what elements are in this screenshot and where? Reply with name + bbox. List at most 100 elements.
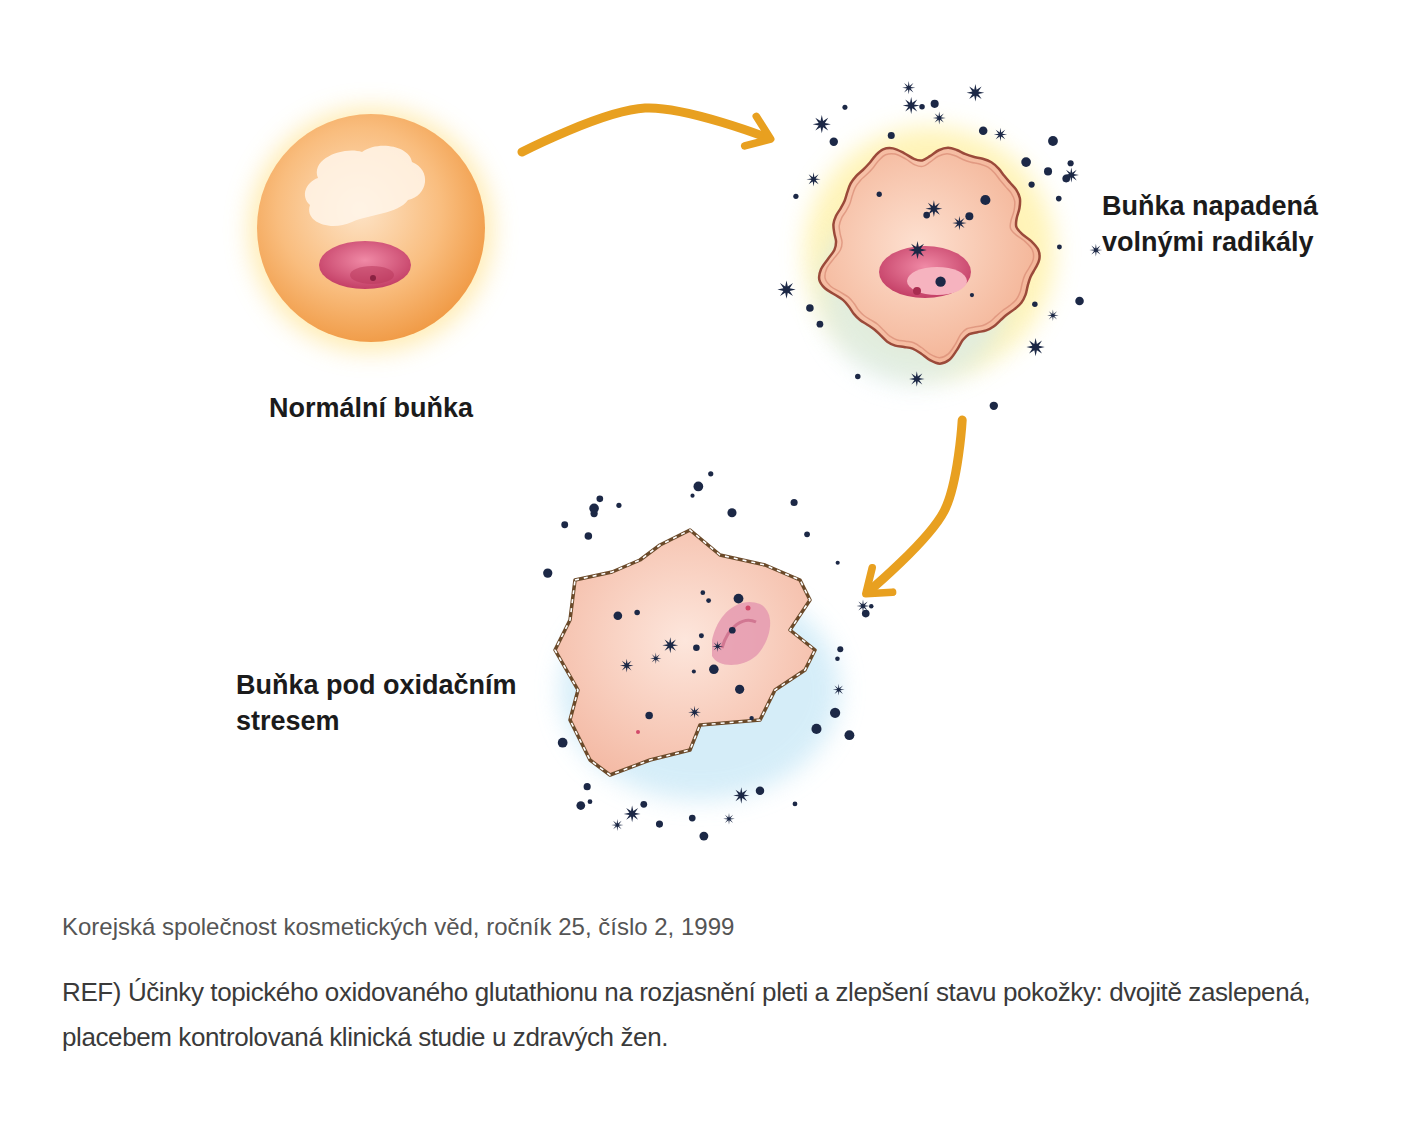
radical-dot	[690, 494, 694, 498]
radical-dot	[931, 100, 939, 108]
radical-dot	[613, 611, 622, 620]
radical-dot	[791, 499, 798, 506]
radical-dot	[793, 194, 798, 199]
radical-dot	[709, 665, 719, 675]
radical-dot	[706, 598, 711, 603]
cell-node: Buňka napadená volnými radikály	[815, 140, 1045, 365]
radical-dot	[729, 627, 736, 634]
radical-dot	[835, 657, 840, 662]
radical-dot	[855, 374, 860, 379]
radical-star	[1090, 244, 1103, 257]
cell-label: Buňka pod oxidačním stresem	[236, 667, 528, 739]
radical-dot	[923, 212, 930, 219]
radical-dot	[979, 126, 988, 135]
radical-dot	[700, 590, 705, 595]
radical-dot	[1032, 302, 1037, 307]
radical-star	[833, 684, 845, 696]
radical-dot	[561, 521, 568, 528]
cell-label: Normální buňka	[269, 390, 473, 426]
radical-dot	[806, 304, 814, 312]
radical-dot	[793, 801, 798, 806]
radical-dot	[817, 321, 824, 328]
radical-dot	[1021, 157, 1031, 167]
radical-dot	[693, 644, 700, 651]
cell-node: Normální buňka	[256, 113, 486, 343]
radical-dot	[640, 801, 647, 808]
radical-dot	[589, 504, 599, 514]
radical-star	[903, 97, 920, 114]
radical-dot	[1029, 181, 1035, 187]
reference-note: REF) Účinky topického oxidovaného glutat…	[62, 970, 1382, 1060]
radical-star	[908, 241, 926, 259]
free-radical-dots	[543, 81, 1102, 840]
radical-dot	[584, 783, 591, 790]
radical-star	[909, 371, 925, 387]
radical-star	[857, 600, 870, 613]
radical-dot	[980, 195, 990, 205]
source-note: Korejská společnost kosmetických věd, ro…	[62, 910, 1362, 944]
radical-dot	[811, 724, 821, 734]
radical-star	[952, 216, 966, 230]
radical-dot	[844, 730, 854, 740]
radical-star	[662, 637, 678, 653]
radical-star	[994, 128, 1007, 141]
radical-dot	[596, 496, 603, 503]
radical-star	[933, 112, 946, 125]
radical-dot	[692, 669, 696, 673]
cell-label: Buňka napadená volnými radikály	[1102, 188, 1354, 260]
radical-dot	[585, 532, 593, 540]
radical-star	[777, 280, 795, 298]
radical-dot	[708, 471, 713, 476]
radical-dot	[888, 132, 895, 139]
curved-arrow	[868, 420, 962, 592]
radical-dot	[1068, 160, 1074, 166]
radical-dot	[1057, 244, 1062, 249]
radical-dot	[965, 212, 973, 220]
radical-star	[688, 706, 701, 719]
radical-star	[902, 81, 915, 94]
radical-dot	[1044, 167, 1052, 175]
radical-dot	[804, 531, 810, 537]
radical-dot	[645, 712, 653, 720]
radical-star	[650, 653, 661, 664]
stressed-cell	[555, 530, 840, 800]
attacked-cell	[805, 127, 1055, 385]
radical-dot	[836, 561, 840, 565]
radical-dot	[1056, 196, 1062, 202]
radical-dot	[689, 815, 696, 822]
radical-dot	[558, 738, 568, 748]
radical-dot	[1062, 175, 1070, 183]
radical-star	[611, 819, 623, 831]
cell-node: Buňka pod oxidačním stresem	[540, 525, 850, 795]
radical-dot	[1048, 136, 1058, 146]
radical-dot	[919, 104, 925, 110]
radical-star	[813, 115, 831, 133]
radical-star	[733, 787, 749, 803]
radical-dot	[830, 708, 840, 718]
radical-star	[807, 172, 821, 186]
radical-dot	[842, 105, 847, 110]
radical-dot	[693, 482, 703, 492]
radical-dot	[756, 787, 764, 795]
radical-star	[967, 84, 985, 102]
radical-star	[624, 806, 641, 823]
radical-dot	[588, 799, 593, 804]
radical-star	[1026, 338, 1044, 356]
radical-dot	[869, 604, 874, 609]
radical-star	[712, 641, 723, 652]
radical-dot	[837, 646, 843, 652]
radical-dot	[935, 276, 945, 286]
radical-star	[1047, 310, 1059, 322]
radical-star	[723, 813, 735, 825]
radical-dot	[734, 594, 744, 604]
radical-star	[620, 659, 634, 673]
curved-arrow	[522, 108, 768, 152]
radical-dot	[656, 821, 663, 828]
radical-dot	[727, 508, 736, 517]
radical-dot	[543, 568, 552, 577]
radical-dot	[749, 716, 753, 720]
radical-dot	[877, 192, 882, 197]
radical-dot	[576, 801, 585, 810]
